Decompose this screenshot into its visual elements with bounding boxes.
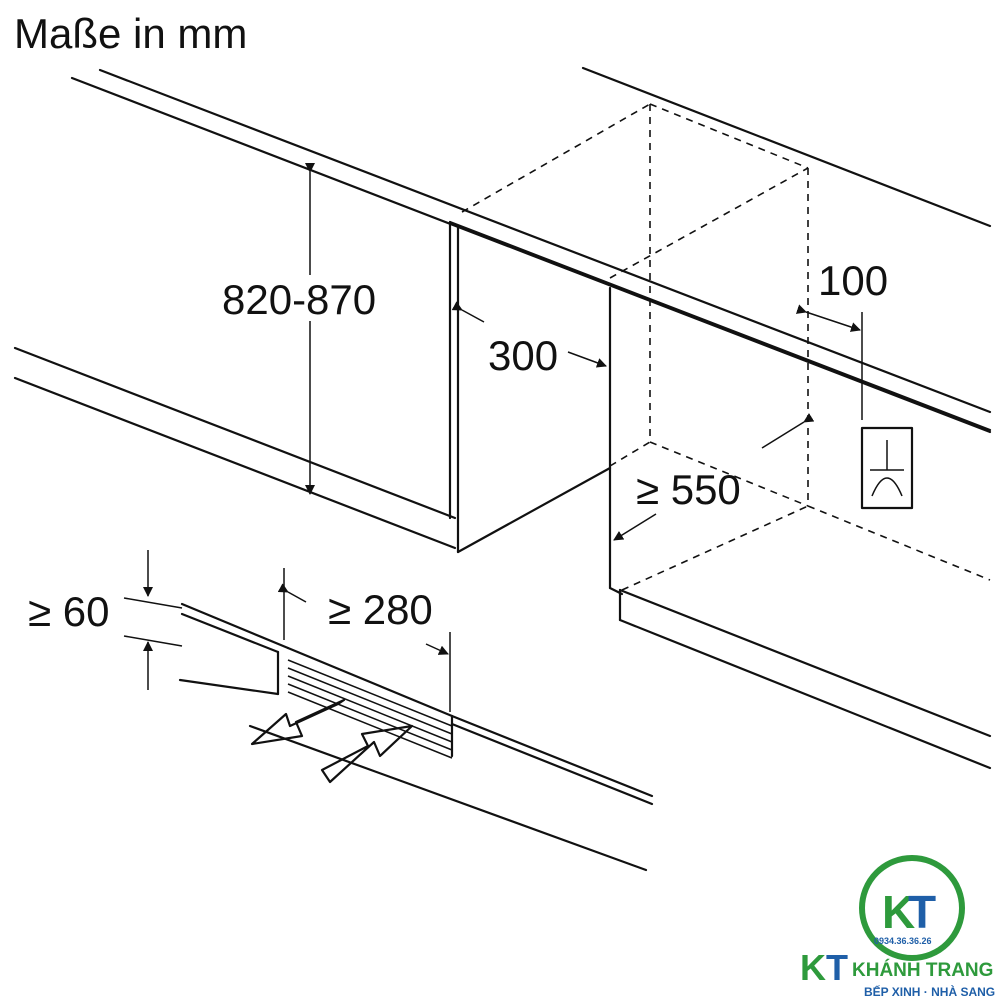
- dim-300-label: 300: [488, 332, 558, 379]
- watermark-brand: KHÁNH TRANG HOME: [852, 959, 1000, 981]
- dim-100: 100: [795, 257, 888, 420]
- watermark-tagline: BẾP XINH · NHÀ SANG: [864, 984, 995, 999]
- power-socket-icon: [860, 426, 914, 510]
- svg-text:T: T: [826, 947, 848, 988]
- niche-dashed-outline: [461, 103, 991, 591]
- page-title: Maße in mm: [14, 10, 248, 57]
- airflow-in-arrow: [320, 724, 414, 784]
- left-plinth: [13, 346, 457, 550]
- niche-panels: [448, 220, 624, 596]
- watermark-phone: 0934.36.36.26: [874, 936, 932, 946]
- right-plinth: [618, 588, 992, 770]
- dim-60-label: ≥ 60: [28, 588, 109, 635]
- plinth-vent: [178, 602, 654, 872]
- dim-280-label: ≥ 280: [328, 586, 433, 633]
- worktop-lines: [70, 66, 992, 434]
- dim-280: ≥ 280: [277, 568, 451, 712]
- dim-height: 820-870: [220, 163, 398, 495]
- dim-height-label: 820-870: [222, 276, 376, 323]
- dim-60: ≥ 60: [28, 550, 183, 690]
- dim-550: ≥ 550: [613, 413, 815, 541]
- watermark-logo: K T 0934.36.36.26 K T KHÁNH TRANG HOME B…: [800, 855, 1000, 999]
- svg-text:K: K: [800, 947, 826, 988]
- svg-text:K: K: [882, 886, 915, 938]
- dim-550-label: ≥ 550: [636, 466, 741, 513]
- vent-grille: [287, 659, 453, 759]
- dim-100-label: 100: [818, 257, 888, 304]
- svg-text:T: T: [908, 886, 936, 938]
- airflow-out-arrow: [250, 698, 346, 746]
- dim-300: 300: [451, 301, 607, 379]
